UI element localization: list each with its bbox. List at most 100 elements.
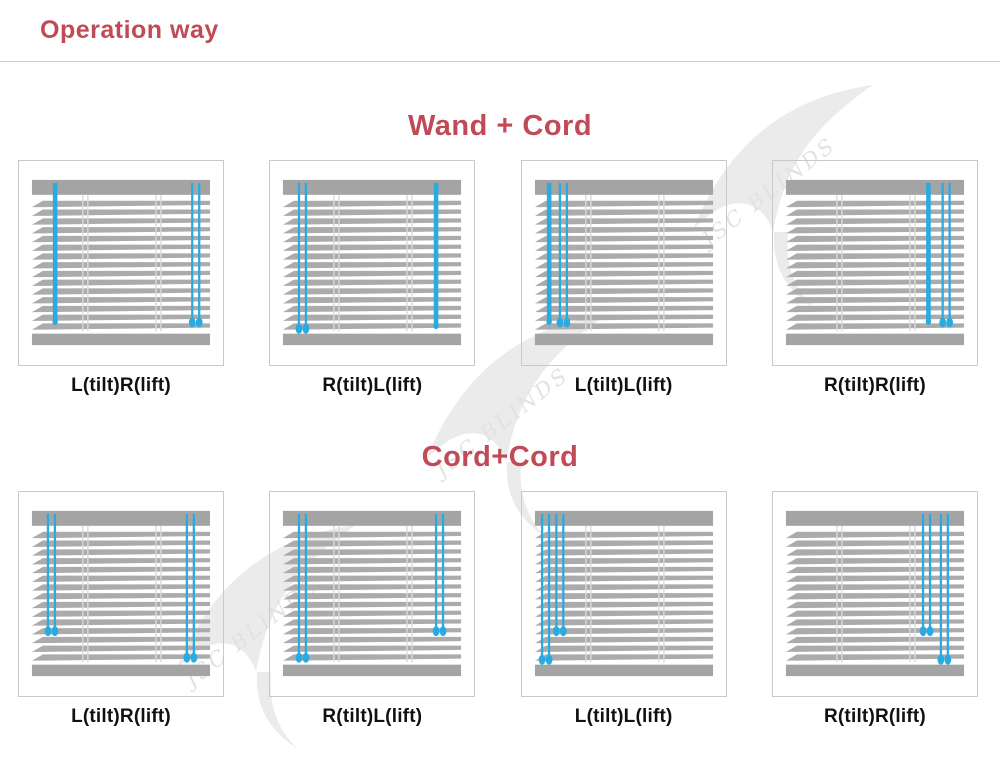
slat bbox=[31, 601, 211, 609]
slat bbox=[534, 531, 713, 539]
slat bbox=[31, 549, 211, 556]
headrail bbox=[785, 510, 965, 526]
wand-tip bbox=[52, 318, 58, 325]
headrail bbox=[534, 510, 713, 526]
slat bbox=[534, 218, 713, 225]
blind-label: L(tilt)L(lift) bbox=[574, 375, 673, 396]
blind-label: R(tilt)L(lift) bbox=[322, 706, 423, 727]
slat bbox=[785, 218, 965, 225]
slat bbox=[31, 235, 211, 243]
slat bbox=[31, 218, 211, 225]
slat bbox=[534, 636, 713, 644]
slat bbox=[534, 262, 713, 269]
slat bbox=[785, 209, 965, 216]
blind-label: R(tilt)R(lift) bbox=[823, 375, 926, 396]
slat bbox=[785, 540, 965, 547]
blind-diagram bbox=[269, 491, 476, 697]
slat bbox=[534, 227, 713, 234]
slat bbox=[31, 262, 211, 269]
blind-figure: L(tilt)L(lift) bbox=[520, 160, 727, 397]
headrail bbox=[283, 510, 462, 526]
slat bbox=[785, 549, 965, 556]
section-cord-cord: Cord+Cord L(tilt)R(lift) R(tilt)L(lift) … bbox=[0, 397, 1000, 728]
page-header: Operation way bbox=[0, 0, 1000, 55]
cord-tassel bbox=[302, 323, 310, 334]
slat bbox=[785, 314, 965, 321]
cord-tassel bbox=[295, 323, 303, 334]
cord-tassel bbox=[559, 626, 567, 637]
slat bbox=[785, 610, 965, 617]
slat bbox=[534, 601, 713, 609]
slat bbox=[283, 531, 462, 539]
slat bbox=[283, 558, 462, 565]
slat bbox=[31, 253, 211, 260]
slat bbox=[785, 235, 965, 243]
headrail bbox=[283, 179, 462, 195]
slat bbox=[31, 558, 211, 565]
slat bbox=[534, 619, 713, 626]
headrail bbox=[534, 179, 713, 195]
slat bbox=[283, 235, 462, 243]
cord-tassel bbox=[926, 626, 934, 637]
bottomrail bbox=[283, 333, 462, 346]
slat bbox=[534, 244, 713, 251]
cord-tassel bbox=[919, 626, 927, 637]
wand-tip bbox=[925, 318, 932, 325]
blind-label: R(tilt)R(lift) bbox=[823, 706, 926, 727]
slat bbox=[283, 270, 462, 278]
cord-tassel bbox=[190, 652, 198, 663]
blind-row-cord-cord: L(tilt)R(lift) R(tilt)L(lift) L(tilt)L(l… bbox=[0, 474, 1000, 728]
slat bbox=[283, 566, 462, 574]
slat bbox=[31, 575, 211, 582]
blind-diagram bbox=[18, 160, 224, 366]
slat bbox=[534, 566, 713, 574]
slat bbox=[785, 601, 965, 609]
slat bbox=[31, 305, 211, 313]
slat bbox=[283, 549, 462, 556]
slat bbox=[283, 253, 462, 260]
slat bbox=[31, 593, 211, 600]
slat bbox=[534, 297, 713, 304]
slat bbox=[785, 593, 965, 600]
cord-tassel bbox=[183, 652, 191, 663]
slat bbox=[31, 323, 211, 330]
bottomrail bbox=[31, 664, 211, 677]
slat bbox=[534, 200, 713, 208]
cord-tassel bbox=[545, 654, 553, 665]
bottomrail bbox=[785, 333, 965, 346]
blind-diagram bbox=[520, 491, 727, 697]
slat bbox=[31, 288, 211, 295]
header-divider bbox=[0, 61, 1000, 62]
blind-label: L(tilt)R(lift) bbox=[71, 706, 171, 727]
slat bbox=[534, 235, 713, 243]
slat bbox=[785, 305, 965, 313]
slat bbox=[31, 209, 211, 216]
cord-tassel bbox=[939, 317, 947, 328]
headrail bbox=[31, 510, 211, 526]
slat bbox=[283, 288, 462, 295]
blind-figure: R(tilt)L(lift) bbox=[269, 160, 476, 397]
slat bbox=[31, 610, 211, 617]
cord-tassel bbox=[946, 317, 954, 328]
cord-tassel bbox=[563, 317, 570, 328]
slat bbox=[283, 645, 462, 652]
slat bbox=[31, 279, 211, 286]
slat bbox=[785, 619, 965, 626]
slat bbox=[283, 314, 462, 321]
slat bbox=[534, 610, 713, 617]
cord-tassel bbox=[302, 652, 310, 663]
slat bbox=[31, 566, 211, 574]
cord-tassel bbox=[295, 652, 303, 663]
bottomrail bbox=[31, 333, 211, 346]
slat bbox=[785, 297, 965, 304]
slat bbox=[31, 200, 211, 208]
slat bbox=[534, 540, 713, 547]
cord-tassel bbox=[439, 626, 447, 637]
slat bbox=[31, 297, 211, 304]
blind-row-wand-cord: L(tilt)R(lift) R(tilt)L(lift) L(tilt)L(l… bbox=[0, 143, 1000, 397]
slat bbox=[31, 654, 211, 661]
slat bbox=[31, 531, 211, 539]
cord-tassel bbox=[195, 317, 203, 328]
slat bbox=[785, 200, 965, 208]
blind-diagram bbox=[771, 491, 978, 697]
